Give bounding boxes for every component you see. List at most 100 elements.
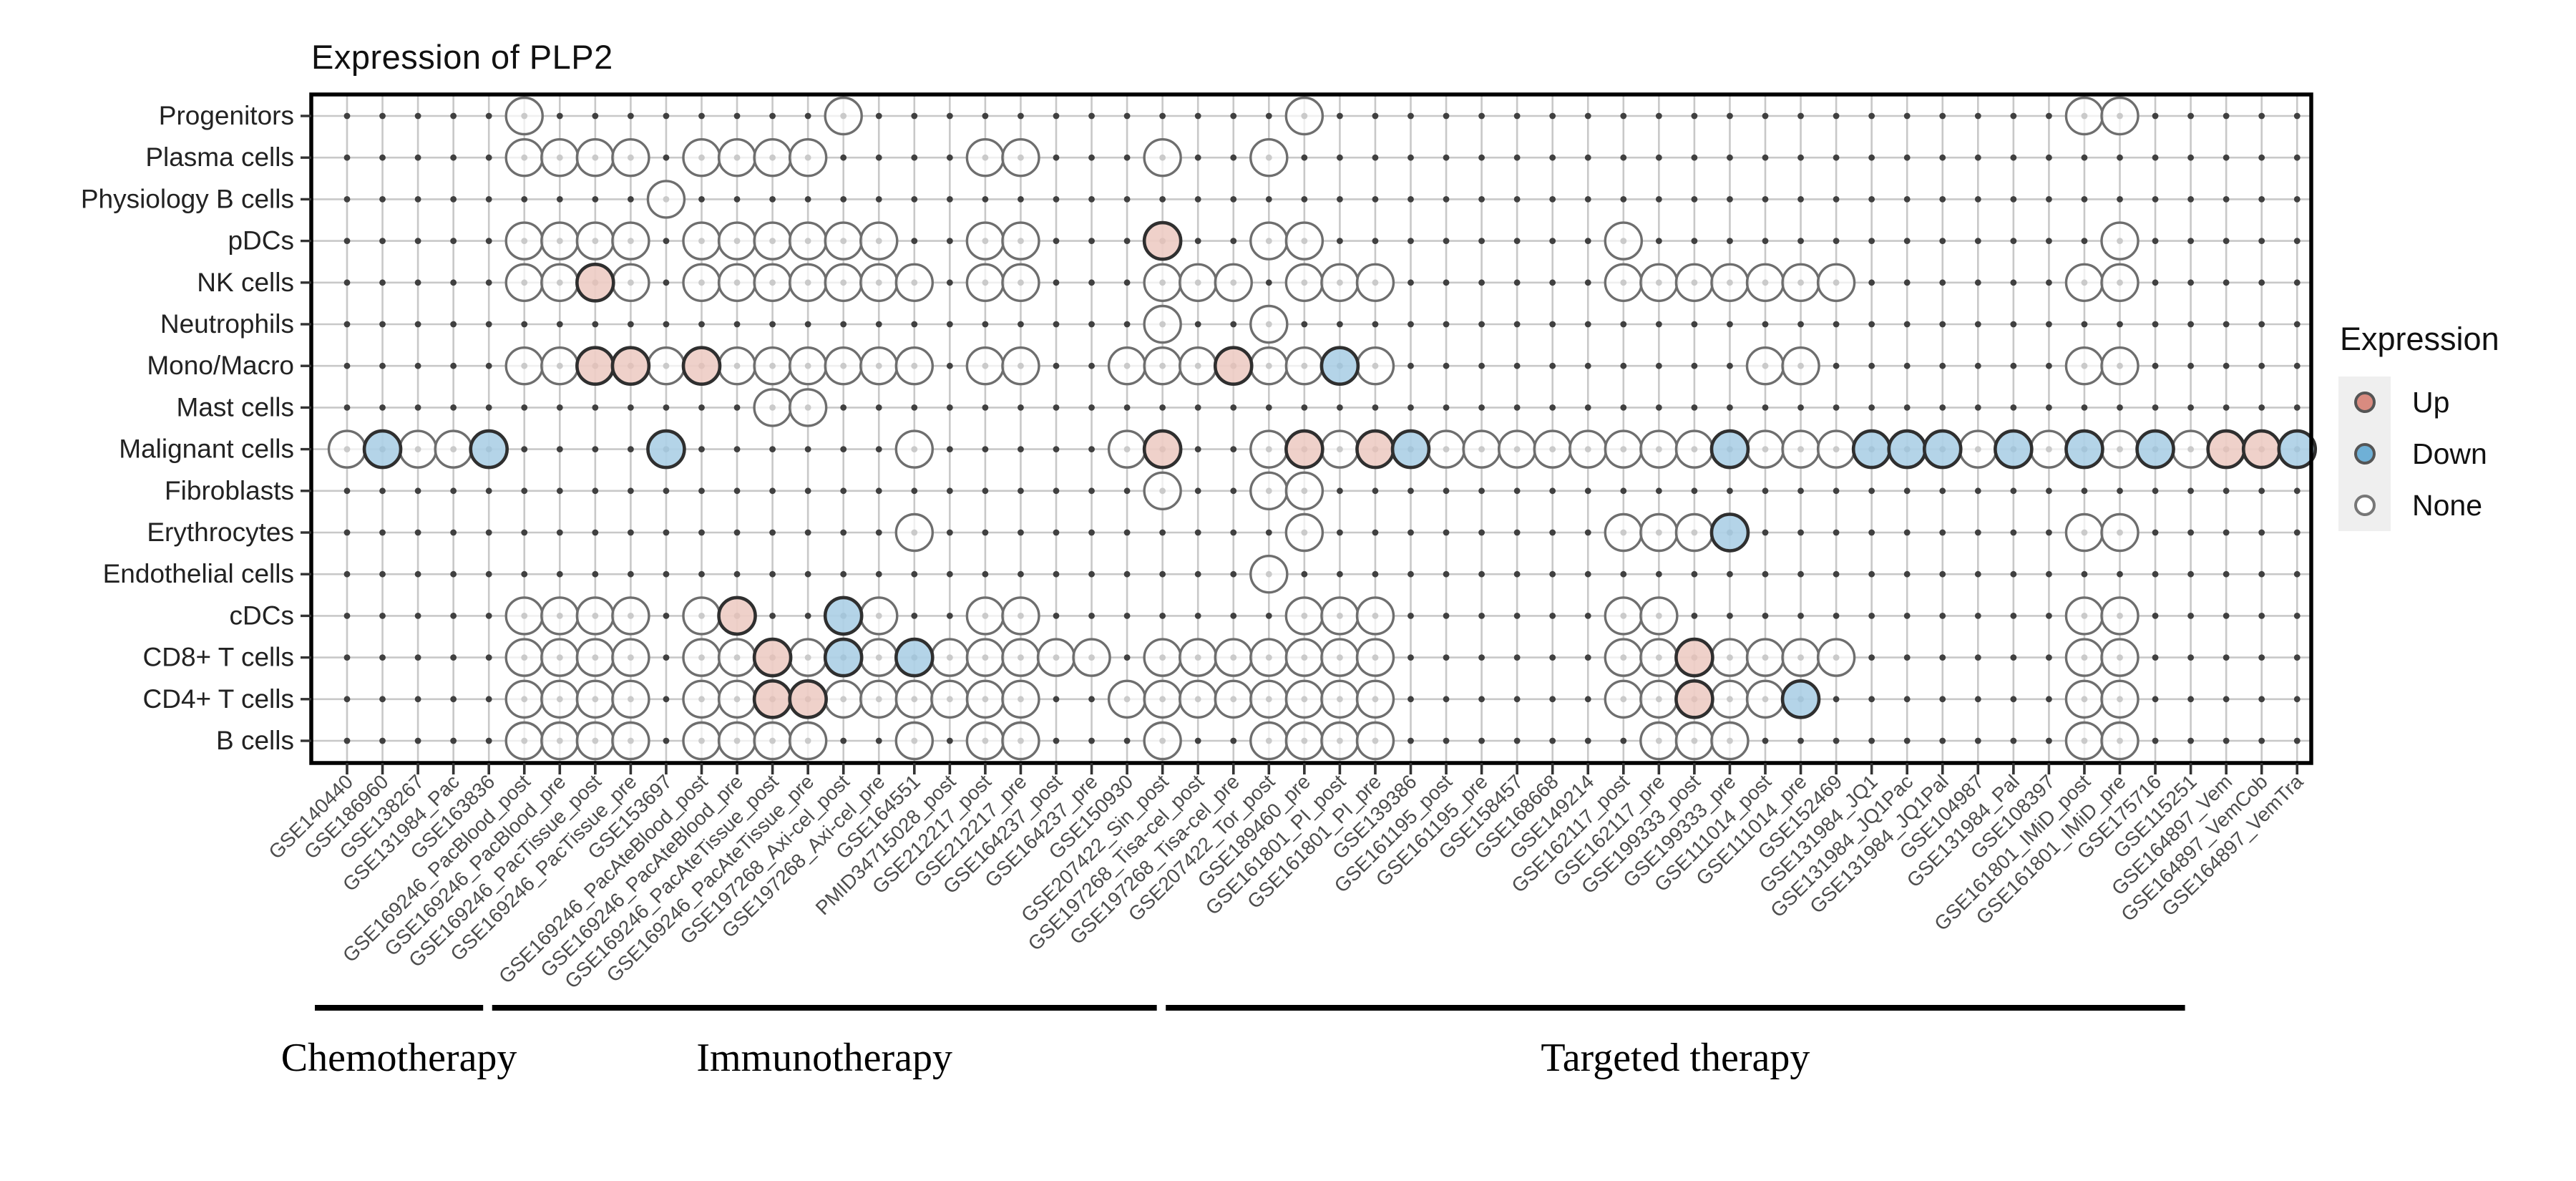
expression-dot [1639,721,1679,761]
grid-dot [450,279,457,286]
grid-dot [1939,570,1946,578]
expression-dot [1001,721,1040,761]
expression-dot [1710,679,1750,719]
grid-dot [663,238,670,244]
grid-dot [1868,404,1875,411]
grid-dot [663,737,670,744]
grid-dot [2258,696,2265,703]
expression-dot [1320,721,1360,761]
grid-dot [556,196,563,203]
chart-title: Expression of PLP2 [311,38,613,76]
grid-dot [628,196,634,203]
grid-dot [1833,154,1840,161]
grid-dot [2046,362,2052,369]
expression-dot [1001,263,1040,302]
grid-dot [343,613,351,619]
grid-dot [2187,279,2195,286]
grid-dot [2258,154,2265,161]
grid-dot [2152,362,2159,369]
grid-dot [1620,570,1627,578]
expression-dot [1284,471,1324,510]
expression-dot [1355,638,1395,677]
expression-dot [1604,429,1644,469]
grid-dot [379,196,386,203]
grid-dot [1443,321,1450,328]
grid-dot [1549,238,1556,244]
grid-dot [1088,196,1095,203]
grid-dot [698,570,705,578]
expression-dot [753,263,792,302]
grid-dot [1265,404,1272,411]
expression-dot [2064,96,2104,136]
expression-dot [575,221,615,261]
grid-dot [1053,487,1060,495]
grid-dot [1478,404,1485,411]
grid-dot [1159,613,1166,619]
grid-dot [2293,529,2301,536]
expression-dot [859,679,899,719]
legend-keybox [2338,376,2391,428]
grid-dot [450,696,457,703]
expression-dot [611,221,650,261]
y-axis-label: Physiology B cells [81,184,294,213]
grid-dot [1088,238,1095,244]
grid-dot [663,654,670,661]
grid-dot [450,529,457,536]
expression-dot [717,137,757,178]
expression-dot [1604,679,1644,719]
grid-dot [1478,154,1485,161]
expression-dot [717,263,757,302]
grid-dot [1655,321,1662,328]
grid-dot [2223,238,2230,244]
expression-dot [1355,596,1395,636]
grid-dot [379,570,386,578]
grid-dot [875,737,882,744]
grid-dot [2293,737,2301,744]
grid-dot [1549,404,1556,411]
grid-dot [1443,737,1450,744]
grid-dot [733,446,741,452]
grid-dot [592,321,599,328]
grid-dot [414,112,421,120]
grid-dot [1443,570,1450,578]
grid-dot [628,446,634,452]
expression-dot [575,596,615,636]
grid-dot [2010,279,2017,286]
grid-dot [1584,696,1591,703]
grid-dot [2081,321,2088,328]
expression-dot [540,596,580,636]
grid-dot [1903,196,1911,203]
expression-dot [611,679,650,719]
expression-dot [1604,221,1644,261]
grid-dot [1762,154,1769,161]
grid-dot [2010,570,2017,578]
grid-dot [592,487,599,495]
expression-dot [504,137,544,178]
expression-dot [788,346,828,386]
expression-dot [1674,263,1714,302]
grid-dot [2152,238,2159,244]
grid-dot [343,362,351,369]
grid-dot [1762,570,1769,578]
grid-dot [2223,529,2230,536]
grid-dot [1903,321,1911,328]
grid-dot [1727,112,1733,120]
grid-dot [1797,570,1804,578]
grid-dot [1407,279,1414,286]
expression-dot [575,137,615,178]
expression-dot [1604,638,1644,677]
grid-dot [1584,112,1591,120]
grid-dot [663,529,670,536]
grid-dot [1513,529,1521,536]
grid-dot [592,529,599,536]
grid-dot [1903,362,1911,369]
grid-dot [1513,613,1521,619]
grid-dot [1797,154,1804,161]
grid-dot [1584,362,1591,369]
expression-dot [717,221,757,261]
grid-dot [1123,737,1131,744]
grid-dot [1620,321,1627,328]
grid-dot [804,196,811,203]
expression-dot [824,346,863,386]
grid-dot [379,238,386,244]
